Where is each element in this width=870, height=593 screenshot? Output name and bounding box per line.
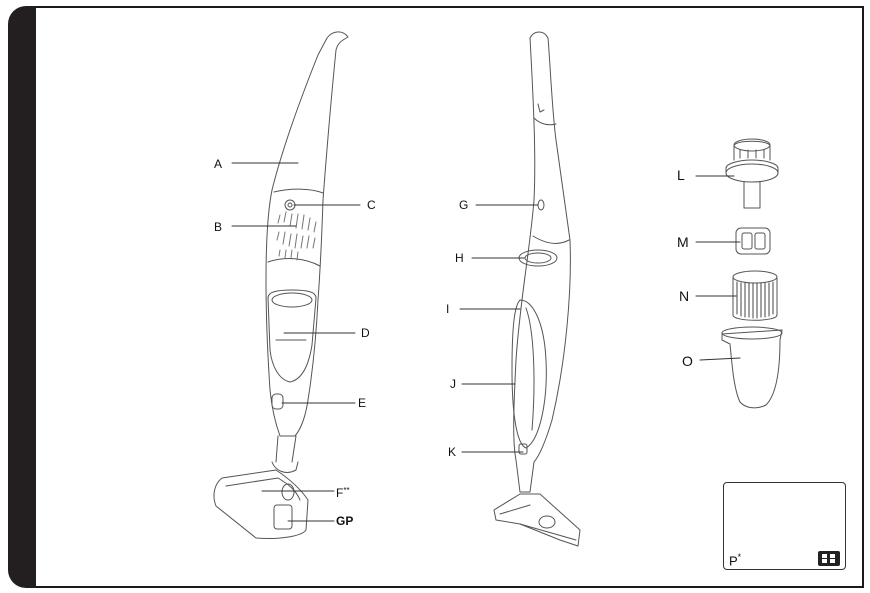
vent-slots xyxy=(276,211,317,261)
vacuum-front-body-outline xyxy=(265,31,349,437)
page-spine-tab xyxy=(8,6,36,588)
power-button-c-inner xyxy=(287,202,293,208)
frame-border-top xyxy=(36,6,864,8)
label-e: E xyxy=(358,396,367,410)
side-floor-head xyxy=(493,493,581,547)
filter-parts xyxy=(721,138,783,409)
label-f: F** xyxy=(336,485,350,499)
frame-border-bottom xyxy=(36,586,864,588)
button-g xyxy=(537,199,545,211)
latch-k xyxy=(518,443,528,455)
part-n-pleated-filter xyxy=(732,270,778,321)
label-gp: GP xyxy=(336,514,354,528)
label-h: H xyxy=(455,251,464,265)
part-m-filter-cage xyxy=(735,227,771,255)
label-n: N xyxy=(679,288,690,304)
side-wheel xyxy=(538,515,556,529)
neck-joint xyxy=(271,461,299,473)
label-i: I xyxy=(446,302,450,316)
vacuum-front-view xyxy=(213,31,349,539)
vacuum-side-body-outline xyxy=(513,31,571,493)
neck xyxy=(275,435,297,463)
label-l: L xyxy=(677,167,685,183)
container-j xyxy=(511,299,547,449)
frame-border-right xyxy=(862,6,864,588)
label-o: O xyxy=(682,353,693,369)
label-f-superscript: ** xyxy=(343,486,350,495)
label-b: B xyxy=(214,220,223,234)
floor-head-joint xyxy=(281,483,295,501)
part-l-cyclone xyxy=(725,138,779,209)
label-g: G xyxy=(459,198,469,212)
body-band xyxy=(273,188,324,194)
side-top-band xyxy=(533,117,557,126)
ring-h-inner xyxy=(524,252,552,264)
side-brush xyxy=(499,504,577,541)
label-p-superscript: * xyxy=(737,552,742,562)
floor-head-switch xyxy=(273,504,293,530)
motor-housing xyxy=(267,258,321,267)
label-a: A xyxy=(214,157,223,171)
release-button-e xyxy=(271,393,284,410)
container-j-inner xyxy=(525,307,535,431)
grid-icon xyxy=(818,551,840,566)
label-d: D xyxy=(361,326,370,340)
label-k: K xyxy=(448,445,457,459)
dust-container-lid xyxy=(271,292,313,308)
leader-lines xyxy=(231,162,741,522)
vacuum-side-view xyxy=(493,31,581,547)
part-o-dust-bin xyxy=(721,326,783,409)
floor-head-top xyxy=(225,477,301,501)
side-mid-band xyxy=(532,235,570,244)
side-handle-mark xyxy=(537,103,545,113)
label-p: P* xyxy=(729,552,741,568)
label-f-text: F xyxy=(336,486,344,500)
floor-head xyxy=(213,469,309,539)
dust-container xyxy=(267,289,317,383)
label-c: C xyxy=(367,198,376,212)
label-m: M xyxy=(677,234,689,250)
label-p-text: P xyxy=(729,553,738,569)
label-j: J xyxy=(450,377,456,391)
